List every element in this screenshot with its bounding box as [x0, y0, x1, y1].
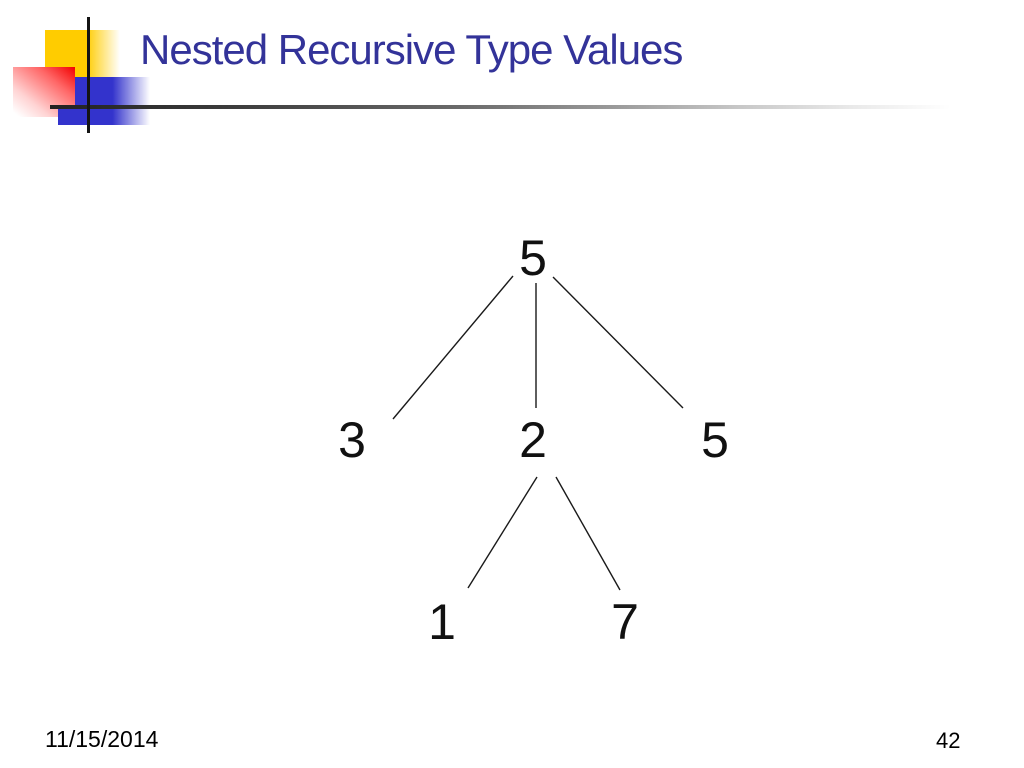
tree-node-grand-7: 7 — [611, 594, 639, 650]
tree-node-grand-1: 1 — [428, 594, 456, 650]
tree-edge-child-2-grand-1 — [467, 476, 538, 589]
tree-node-root: 5 — [519, 230, 547, 286]
slide-number: 42 — [936, 728, 961, 753]
tree-node-child-3: 3 — [338, 412, 366, 468]
decoration-vertical-rule — [87, 17, 90, 133]
footer-date: 11/15/2014 — [45, 726, 159, 752]
tree-node-child-2: 2 — [519, 412, 547, 468]
tree-edge-root-child-5 — [552, 276, 684, 409]
slide-title: Nested Recursive Type Values — [140, 26, 683, 73]
tree-edge-child-2-grand-7 — [555, 476, 621, 591]
decoration-blue-square-lower-icon — [58, 108, 108, 125]
tree-node-child-5: 5 — [701, 412, 729, 468]
decoration-horizontal-rule — [50, 105, 960, 109]
tree-edge-root-child-3 — [392, 275, 514, 420]
